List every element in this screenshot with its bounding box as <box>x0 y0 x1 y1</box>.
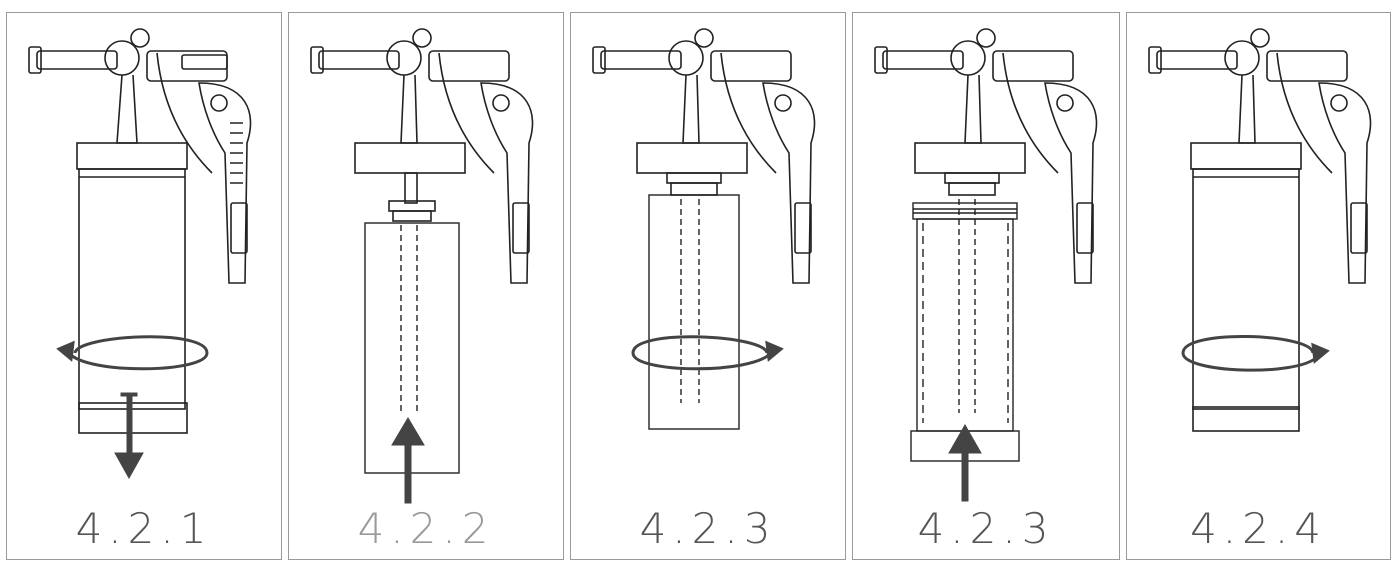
step-panel-2: 4.2.2 <box>288 12 564 560</box>
canister-body <box>1190 142 1302 432</box>
cartridge <box>364 222 460 474</box>
spray-gun-icon <box>1148 28 1372 284</box>
canister-lid <box>636 142 748 196</box>
step-panel-3: 4.2.3 <box>570 12 846 560</box>
step-panel-4: 4.2.3 <box>852 12 1120 560</box>
step-label-3: 4.2.3 <box>639 504 777 553</box>
step-label-2: 4.2.2 <box>357 504 495 553</box>
step-3-drawing <box>592 28 816 430</box>
step-label-4: 4.2.3 <box>917 504 1055 553</box>
push-arrow-icon <box>948 423 982 502</box>
spray-gun-icon <box>28 28 252 284</box>
spray-gun-icon <box>874 28 1098 284</box>
spray-gun-icon <box>592 28 816 284</box>
canister-lid <box>354 142 466 222</box>
canister-lid <box>914 142 1026 196</box>
canister-body <box>76 142 188 434</box>
cartridge <box>910 199 1020 462</box>
rotate-arrow-icon <box>1181 335 1330 372</box>
push-arrow-icon <box>391 417 425 504</box>
step-2-drawing <box>310 28 534 504</box>
push-arrow-icon <box>114 392 144 480</box>
spray-gun-icon <box>310 28 534 284</box>
rotate-arrow-icon <box>631 335 784 371</box>
step-panel-1: 4.2.1 <box>6 12 282 560</box>
step-label-5: 4.2.4 <box>1190 504 1327 553</box>
step-panel-5: 4.2.4 <box>1126 12 1391 560</box>
step-label-1: 4.2.1 <box>75 504 213 553</box>
rotate-arrow-icon <box>56 335 209 371</box>
step-4-drawing <box>874 28 1098 502</box>
cartridge <box>648 194 740 430</box>
step-5-drawing <box>1148 28 1372 432</box>
step-1-drawing <box>28 28 252 480</box>
